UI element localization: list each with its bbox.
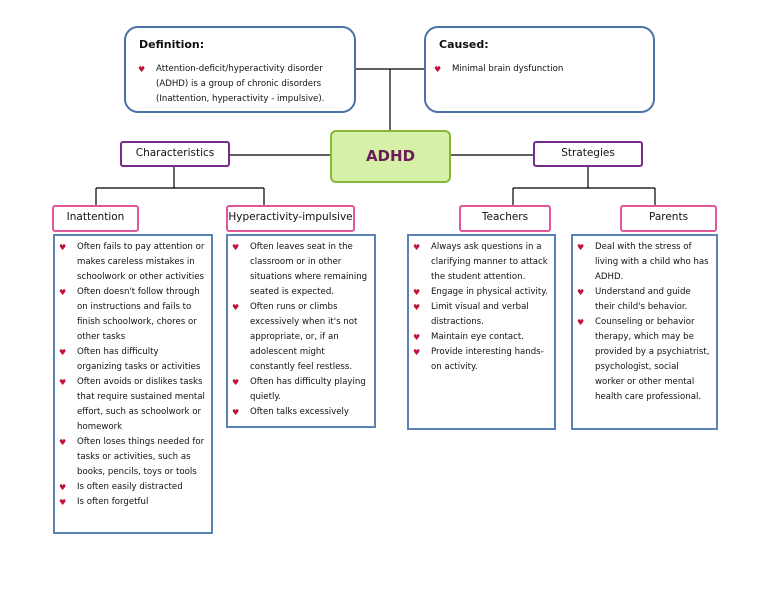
heart-icon: ♥ <box>59 348 67 357</box>
list-item: ♥Is often forgetful <box>55 495 205 510</box>
teachers-list: ♥Always ask questions in a clarifying ma… <box>409 240 548 375</box>
heart-icon: ♥ <box>434 65 442 74</box>
heart-icon: ♥ <box>577 243 585 252</box>
heart-icon: ♥ <box>59 498 67 507</box>
heart-icon: ♥ <box>59 243 67 252</box>
definition-title: Definition: <box>139 38 205 51</box>
hyperactivity-list-box: ♥Often leaves seat in the classroom or i… <box>226 234 376 428</box>
heart-icon: ♥ <box>232 303 240 312</box>
list-item: ♥Engage in physical activity. <box>409 285 548 300</box>
hyperactivity-label: Hyperactivity-impulsive <box>226 205 355 232</box>
heart-icon: ♥ <box>232 243 240 252</box>
inattention-list: ♥Often fails to pay attention or makes c… <box>55 240 205 510</box>
parents-list-box: ♥Deal with the stress of living with a c… <box>571 234 718 430</box>
teachers-label: Teachers <box>459 205 551 232</box>
list-item: ♥Often runs or climbs excessively when i… <box>232 302 358 372</box>
list-item: ♥Often doesn't follow through on instruc… <box>59 287 200 342</box>
hyperactivity-list: ♥Often leaves seat in the classroom or i… <box>228 240 368 420</box>
list-item: ♥Often avoids or dislikes tasks that req… <box>59 377 205 432</box>
list-item: ♥Often leaves seat in the classroom or i… <box>232 242 368 297</box>
list-item: ♥Provide interesting hands-on activity. <box>413 347 544 372</box>
definition-list: ♥Attention-deficit/hyperactivity disorde… <box>134 62 346 107</box>
list-item: ♥Attention-deficit/hyperactivity disorde… <box>138 64 325 104</box>
caused-title: Caused: <box>439 38 489 51</box>
list-item: ♥Often loses things needed for tasks or … <box>59 437 205 477</box>
parents-label: Parents <box>620 205 717 232</box>
list-item: ♥Counseling or behavior therapy, which m… <box>577 317 710 402</box>
list-item: ♥Understand and guide their child's beha… <box>577 287 691 312</box>
list-item: ♥Often talks excessively <box>228 405 368 420</box>
heart-icon: ♥ <box>59 483 67 492</box>
heart-icon: ♥ <box>232 408 240 417</box>
list-item: ♥Often has difficulty playing quietly. <box>232 377 366 402</box>
heart-icon: ♥ <box>413 348 421 357</box>
heart-icon: ♥ <box>577 318 585 327</box>
heart-icon: ♥ <box>577 288 585 297</box>
heart-icon: ♥ <box>232 378 240 387</box>
list-item: ♥Always ask questions in a clarifying ma… <box>413 242 548 282</box>
teachers-list-box: ♥Always ask questions in a clarifying ma… <box>407 234 556 430</box>
list-item: ♥Is often easily distracted <box>55 480 205 495</box>
characteristics-label: Characteristics <box>120 141 230 167</box>
caused-list: ♥Minimal brain dysfunction <box>430 62 645 77</box>
inattention-label: Inattention <box>52 205 139 232</box>
list-item: ♥Maintain eye contact. <box>409 330 548 345</box>
heart-icon: ♥ <box>413 333 421 342</box>
heart-icon: ♥ <box>413 243 421 252</box>
strategies-label: Strategies <box>533 141 643 167</box>
list-item: ♥Often has difficulty organizing tasks o… <box>59 347 201 372</box>
center-node-adhd: ADHD <box>330 130 451 183</box>
list-item: ♥Often fails to pay attention or makes c… <box>59 242 205 282</box>
heart-icon: ♥ <box>59 438 67 447</box>
inattention-list-box: ♥Often fails to pay attention or makes c… <box>53 234 213 534</box>
list-item: ♥Minimal brain dysfunction <box>430 62 645 77</box>
list-item: ♥Deal with the stress of living with a c… <box>577 242 709 282</box>
heart-icon: ♥ <box>413 303 421 312</box>
heart-icon: ♥ <box>138 65 146 74</box>
definition-box: Definition: ♥Attention-deficit/hyperacti… <box>124 26 356 113</box>
list-item: ♥Limit visual and verbal distractions. <box>413 302 529 327</box>
caused-box: Caused: ♥Minimal brain dysfunction <box>424 26 655 113</box>
heart-icon: ♥ <box>59 378 67 387</box>
parents-list: ♥Deal with the stress of living with a c… <box>573 240 710 405</box>
heart-icon: ♥ <box>413 288 421 297</box>
heart-icon: ♥ <box>59 288 67 297</box>
